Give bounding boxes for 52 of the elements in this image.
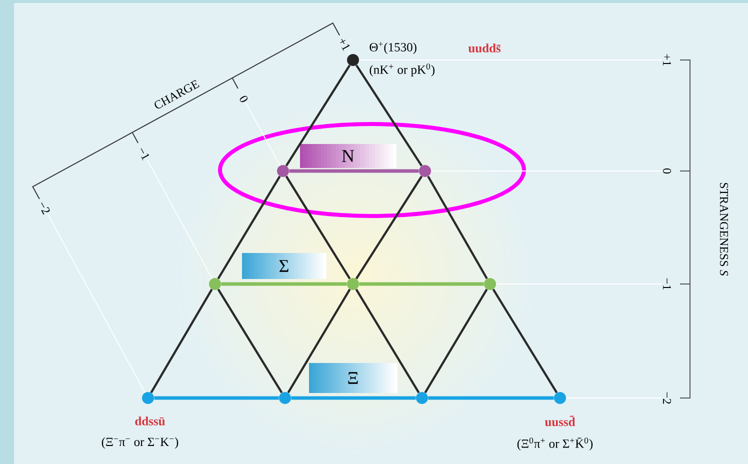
lattice-line: [285, 176, 351, 280]
lattice-line: [289, 169, 419, 173]
state-dot: [554, 392, 566, 404]
tick-label: 0: [240, 96, 248, 102]
guide-line: [47, 214, 146, 393]
multiplet-label: Σ: [242, 253, 326, 279]
multiplet-label: Ξ: [309, 363, 398, 393]
state-dot: [484, 278, 496, 290]
lattice-line: [428, 396, 554, 400]
quark-content: uudds̄: [468, 44, 501, 52]
axis-title: STRANGENESS S: [720, 182, 728, 276]
lattice-line: [427, 176, 488, 280]
lattice-line: [355, 176, 423, 280]
state-dot: [419, 165, 431, 177]
lattice-line: [154, 396, 279, 400]
lattice-line: [492, 288, 558, 394]
state-dot: [279, 392, 291, 404]
guide-line: [146, 160, 212, 279]
particle-label: (Ξ$^{−}$π$^{−}$ or Σ$^{−}$K$^{−}$): [102, 437, 178, 449]
lattice-line: [285, 64, 351, 166]
quark-content: uussd̄: [544, 416, 576, 426]
tick-label: −1: [663, 278, 671, 290]
state-dot: [347, 278, 359, 290]
lattice-line: [221, 282, 347, 286]
state-dot: [142, 392, 154, 404]
tick-label: −2: [663, 392, 671, 404]
lattice-line: [359, 282, 484, 286]
particle-label: Θ$^{+}$(1530): [370, 42, 416, 54]
lattice-line: [424, 288, 488, 394]
tick-label: +1: [340, 38, 350, 52]
lattice-line: [355, 64, 423, 166]
lattice-line: [150, 288, 213, 394]
highlight-ellipse: [218, 122, 526, 218]
tick-label: −1: [140, 148, 150, 160]
tick-label: −2: [41, 202, 50, 215]
multiplet-label: N: [300, 144, 396, 168]
lattice-line: [291, 396, 416, 400]
tick-label: +1: [663, 54, 671, 66]
tick-label: 0: [662, 168, 672, 174]
quark-content: ddssū: [135, 416, 165, 426]
state-dot: [209, 278, 221, 290]
guide-line: [245, 102, 280, 166]
particle-label: (nK$^{+}$ or pK$^{0}$): [370, 64, 434, 76]
state-dot: [347, 54, 359, 66]
lattice-line: [217, 176, 281, 280]
lattice-line: [355, 288, 420, 394]
guide-line: [348, 50, 350, 55]
lattice-line: [287, 288, 351, 394]
state-dot: [277, 165, 289, 177]
lattice-line: [217, 288, 283, 394]
state-dot: [416, 392, 428, 404]
particle-label: (Ξ$^{0}$π$^{+}$ or Σ$^{+}$K̄$^{0}$): [517, 438, 593, 450]
